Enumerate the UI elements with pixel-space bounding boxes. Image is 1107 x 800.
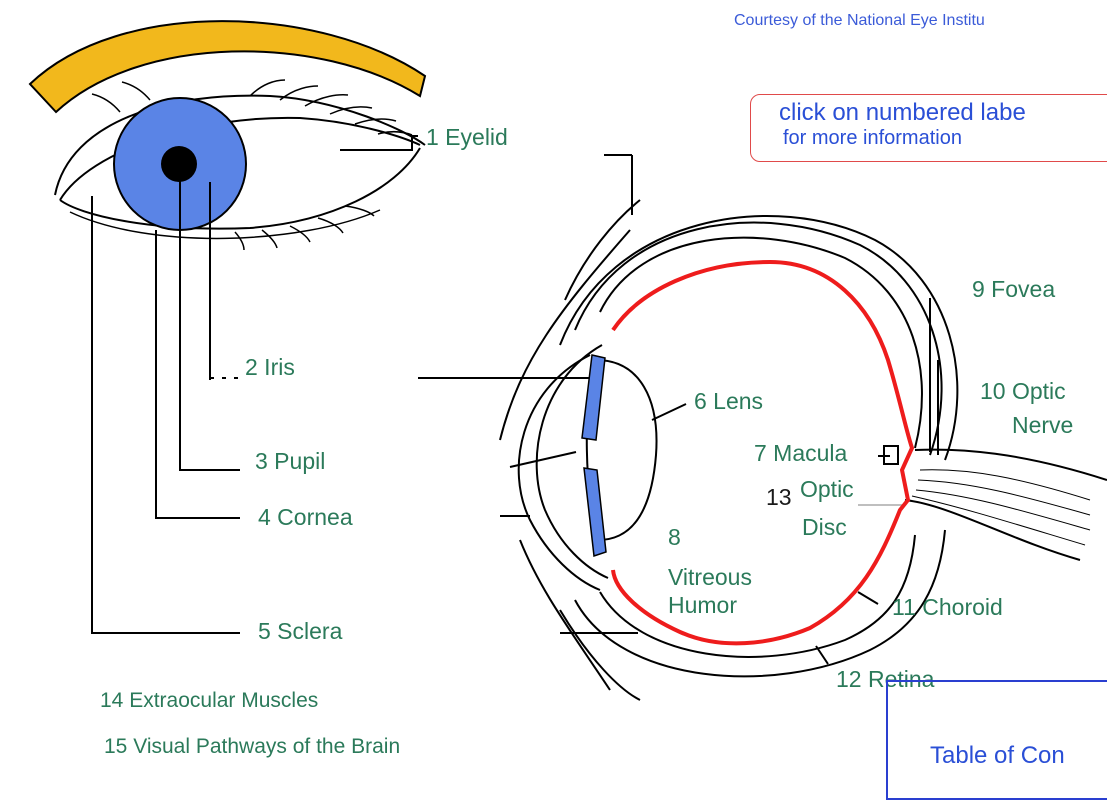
- eye-anatomy-diagram: Courtesy of the National Eye Institu cli…: [0, 0, 1107, 762]
- label-optic-disc-line1[interactable]: Optic: [800, 478, 854, 501]
- info-instruction: click on numbered labe: [779, 99, 1026, 127]
- label-optic-disc-line2[interactable]: Disc: [802, 516, 847, 539]
- label-vitreous-number[interactable]: 8: [668, 526, 681, 549]
- courtesy-credit: Courtesy of the National Eye Institu: [734, 12, 985, 30]
- eyebrow: [30, 21, 425, 112]
- label-cornea[interactable]: 4 Cornea: [258, 506, 353, 529]
- label-optic-nerve-line1[interactable]: 10 Optic: [980, 380, 1066, 403]
- label-eyelid[interactable]: 1 Eyelid: [426, 126, 508, 149]
- info-subtext: for more information: [783, 127, 962, 150]
- table-of-contents-box[interactable]: Table of Con: [886, 680, 1107, 800]
- label-pupil[interactable]: 3 Pupil: [255, 450, 325, 473]
- label-optic-disc-number[interactable]: 13: [766, 486, 792, 509]
- label-extraocular-muscles[interactable]: 14 Extraocular Muscles: [100, 690, 318, 711]
- label-visual-pathways[interactable]: 15 Visual Pathways of the Brain: [104, 736, 400, 757]
- label-fovea[interactable]: 9 Fovea: [972, 278, 1055, 301]
- label-vitreous-line1[interactable]: Vitreous: [668, 566, 752, 589]
- label-lens[interactable]: 6 Lens: [694, 390, 763, 413]
- cross-section-outlines: [418, 155, 1107, 700]
- label-vitreous-line2[interactable]: Humor: [668, 594, 737, 617]
- label-sclera[interactable]: 5 Sclera: [258, 620, 342, 643]
- label-iris[interactable]: 2 Iris: [245, 356, 295, 379]
- label-optic-nerve-line2[interactable]: Nerve: [1012, 414, 1073, 437]
- label-macula[interactable]: 7 Macula: [754, 442, 847, 465]
- info-box: click on numbered labe for more informat…: [750, 94, 1107, 162]
- table-of-contents-link[interactable]: Table of Con: [930, 742, 1065, 770]
- label-choroid[interactable]: 11 Choroid: [892, 596, 1003, 619]
